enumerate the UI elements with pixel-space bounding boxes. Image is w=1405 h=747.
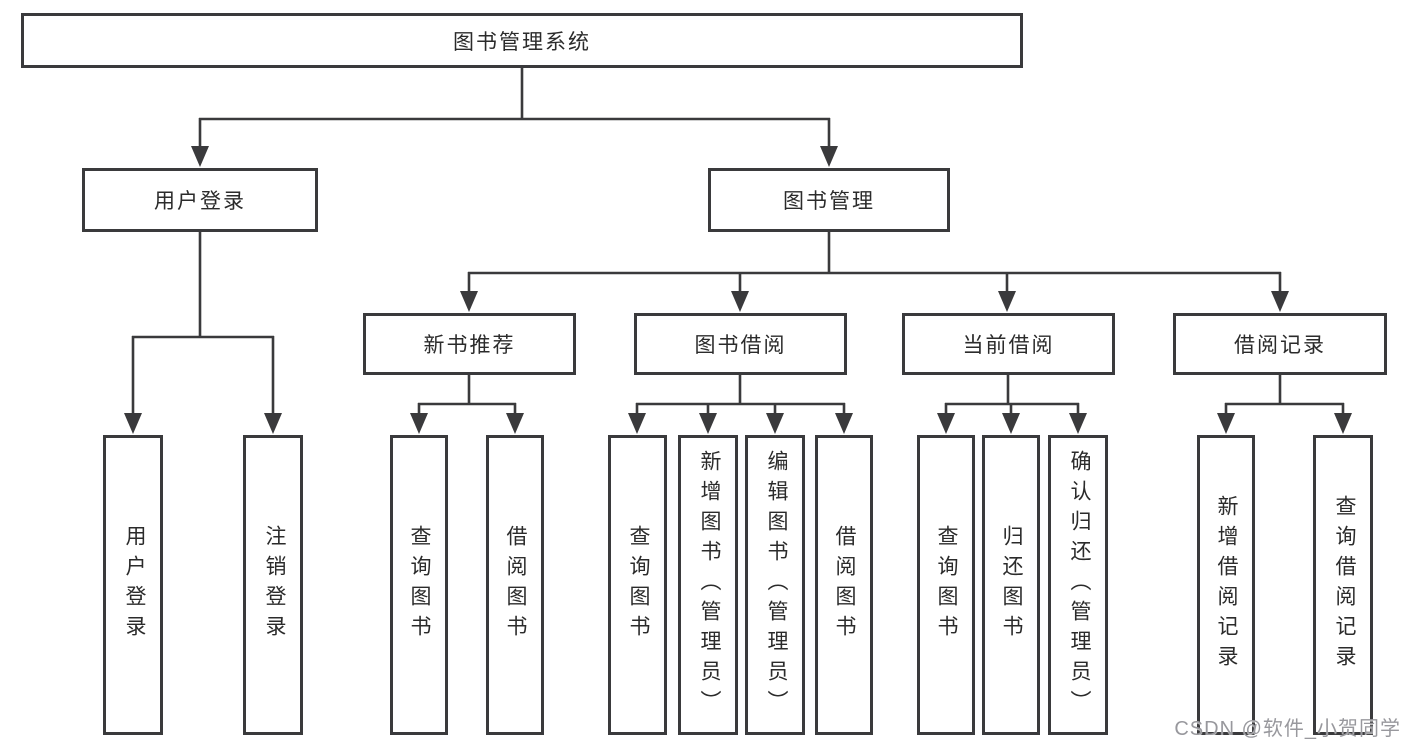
leaf-cb-return-books: 归还图书: [982, 435, 1040, 735]
node-book-management: 图书管理: [708, 168, 950, 232]
node-current-borrow: 当前借阅: [902, 313, 1115, 375]
leaf-bb-edit-books-admin: 编辑图书（管理员）: [745, 435, 805, 735]
leaf-nb-borrow-books: 借阅图书: [486, 435, 544, 735]
leaf-bb-borrow-books: 借阅图书: [815, 435, 873, 735]
leaf-cb-confirm-return-admin: 确认归还（管理员）: [1048, 435, 1108, 735]
leaf-user-login: 用户登录: [103, 435, 163, 735]
leaf-br-add-record: 新增借阅记录: [1197, 435, 1255, 735]
leaf-cb-query-books: 查询图书: [917, 435, 975, 735]
leaf-br-query-record: 查询借阅记录: [1313, 435, 1373, 735]
node-root: 图书管理系统: [21, 13, 1023, 68]
leaf-bb-query-books: 查询图书: [608, 435, 667, 735]
node-new-book-recommend: 新书推荐: [363, 313, 576, 375]
leaf-bb-add-books-admin: 新增图书（管理员）: [678, 435, 738, 735]
leaf-logout-login: 注销登录: [243, 435, 303, 735]
node-borrow-record: 借阅记录: [1173, 313, 1387, 375]
leaf-nb-query-books: 查询图书: [390, 435, 448, 735]
watermark: CSDN @软件_小贺同学: [1174, 718, 1401, 740]
node-user-login: 用户登录: [82, 168, 318, 232]
node-book-borrow: 图书借阅: [634, 313, 847, 375]
